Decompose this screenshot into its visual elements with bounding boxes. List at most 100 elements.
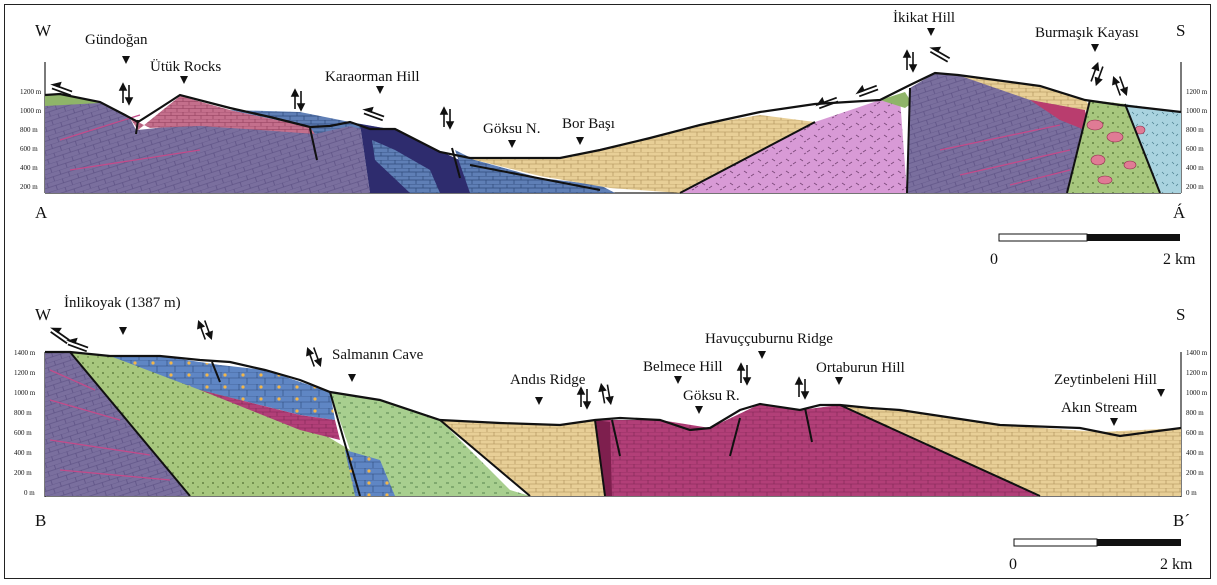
section-b-elevation-ticks-right: 1400 m 1200 m 1000 m 800 m 600 m 400 m 2… — [1186, 349, 1208, 497]
section-start-label: B — [35, 511, 46, 530]
fault-motion-icon — [305, 346, 323, 369]
marker-icon — [576, 137, 584, 145]
west-direction-label: W — [35, 21, 52, 40]
scale-start-label: 0 — [990, 251, 998, 268]
marker-icon — [1157, 389, 1165, 397]
tick-label: 400 m — [1186, 449, 1204, 457]
tick-label: 200 m — [14, 469, 32, 477]
thrust-arrow-icon — [68, 337, 90, 351]
label-zeytinbeleni-hill: Zeytinbeleni Hill — [1054, 372, 1157, 388]
marker-icon — [758, 351, 766, 359]
tick-label: 0 m — [1186, 489, 1197, 497]
label-havuccuburnu-ridge: Havuççuburnu Ridge — [705, 331, 833, 347]
label-salmanin-cave: Salmanın Cave — [332, 347, 424, 363]
scale-end-label: 2 km — [1163, 251, 1196, 268]
tick-label: 1200 m — [1186, 88, 1208, 96]
section-b-elevation-ticks-left: 1400 m 1200 m 1000 m 800 m 600 m 400 m 2… — [14, 349, 36, 497]
label-ortaburun-hill: Ortaburun Hill — [816, 360, 905, 376]
tick-label: 200 m — [1186, 469, 1204, 477]
fault-motion-icon — [904, 51, 916, 71]
section-end-label: Á — [1173, 203, 1186, 222]
tick-label: 600 m — [1186, 429, 1204, 437]
fault-motion-icon — [292, 90, 304, 110]
fault-motion-icon — [1111, 75, 1129, 98]
tick-label: 1200 m — [20, 88, 42, 96]
label-andis-ridge: Andıs Ridge — [510, 372, 586, 388]
label-karaorman-hill: Karaorman Hill — [325, 69, 420, 85]
section-a-elevation-ticks-left: 1200 m 1000 m 800 m 600 m 400 m 200 m — [20, 88, 42, 191]
tick-label: 1000 m — [20, 107, 42, 115]
fault-motion-icon — [120, 84, 132, 104]
tick-label: 400 m — [1186, 164, 1204, 172]
scale-bar-white-segment — [999, 234, 1087, 241]
marker-icon — [348, 374, 356, 382]
section-a-scale-bar: 0 2 km — [990, 234, 1196, 268]
marker-icon — [927, 28, 935, 36]
label-goksu-n: Göksu N. — [483, 121, 541, 137]
section-end-label: B´ — [1173, 511, 1190, 530]
scale-end-label: 2 km — [1160, 556, 1193, 573]
fault-motion-icon — [796, 378, 808, 398]
label-gundogan: Gündoğan — [85, 32, 148, 48]
tick-label: 1000 m — [1186, 389, 1208, 397]
scale-bar-black-segment — [1097, 539, 1181, 546]
west-direction-label: W — [35, 305, 52, 324]
marker-icon — [122, 56, 130, 64]
fault-motion-icon — [578, 388, 590, 408]
tick-label: 800 m — [1186, 126, 1204, 134]
tick-label: 600 m — [14, 429, 32, 437]
tick-label: 1000 m — [14, 389, 36, 397]
tick-label: 1000 m — [1186, 107, 1208, 115]
label-akin-stream: Akın Stream — [1061, 400, 1138, 416]
marker-icon — [508, 140, 516, 148]
marker-icon — [695, 406, 703, 414]
label-ikikat-hill: İkikat Hill — [893, 10, 955, 26]
scale-bar-white-segment — [1014, 539, 1097, 546]
label-burmasik-kayasi: Burmaşık Kayası — [1035, 25, 1139, 41]
tick-label: 800 m — [1186, 409, 1204, 417]
label-goksu-r: Göksu R. — [683, 388, 740, 404]
tick-label: 400 m — [20, 164, 38, 172]
thrust-arrow-icon — [857, 82, 879, 96]
label-inlikoyak: İnlikoyak (1387 m) — [64, 295, 181, 311]
tick-label: 400 m — [14, 449, 32, 457]
marker-icon — [119, 327, 127, 335]
thrust-arrow-icon — [817, 94, 839, 108]
scale-start-label: 0 — [1009, 556, 1017, 573]
tick-label: 1200 m — [1186, 369, 1208, 377]
tick-label: 1400 m — [14, 349, 36, 357]
thrust-arrow-icon — [364, 106, 386, 120]
east-direction-label: S — [1176, 21, 1185, 40]
tick-label: 800 m — [20, 126, 38, 134]
section-b-scale-bar: 0 2 km — [1009, 539, 1193, 573]
tick-label: 1200 m — [14, 369, 36, 377]
tick-label: 200 m — [1186, 183, 1204, 191]
section-start-label: A — [35, 203, 48, 222]
tick-label: 600 m — [1186, 145, 1204, 153]
fault-motion-icon — [738, 364, 750, 384]
label-bor-basi: Bor Başı — [562, 116, 615, 132]
marker-icon — [674, 376, 682, 384]
section-a-diagram: 1200 m 1000 m 800 m 600 m 400 m 200 m 12… — [20, 10, 1208, 268]
east-direction-label: S — [1176, 305, 1185, 324]
marker-icon — [1110, 418, 1118, 426]
tick-label: 0 m — [24, 489, 35, 497]
tick-label: 600 m — [20, 145, 38, 153]
fault-motion-icon — [196, 319, 214, 342]
marker-icon — [180, 76, 188, 84]
section-b-thrust-arrows — [51, 325, 90, 351]
marker-icon — [376, 86, 384, 94]
thrust-arrow-icon — [52, 81, 74, 95]
section-a-elevation-ticks-right: 1200 m 1000 m 800 m 600 m 400 m 200 m — [1186, 88, 1208, 191]
tick-label: 800 m — [14, 409, 32, 417]
marker-icon — [535, 397, 543, 405]
marker-icon — [835, 377, 843, 385]
fault-motion-icon — [598, 383, 613, 405]
tick-label: 1400 m — [1186, 349, 1208, 357]
marker-icon — [1091, 44, 1099, 52]
section-b-diagram: 1400 m 1200 m 1000 m 800 m 600 m 400 m 2… — [14, 295, 1208, 573]
fault-motion-icon — [441, 108, 453, 128]
scale-bar-black-segment — [1087, 234, 1180, 241]
label-belmece-hill: Belmece Hill — [643, 359, 723, 375]
fault-motion-icon — [1088, 63, 1106, 86]
